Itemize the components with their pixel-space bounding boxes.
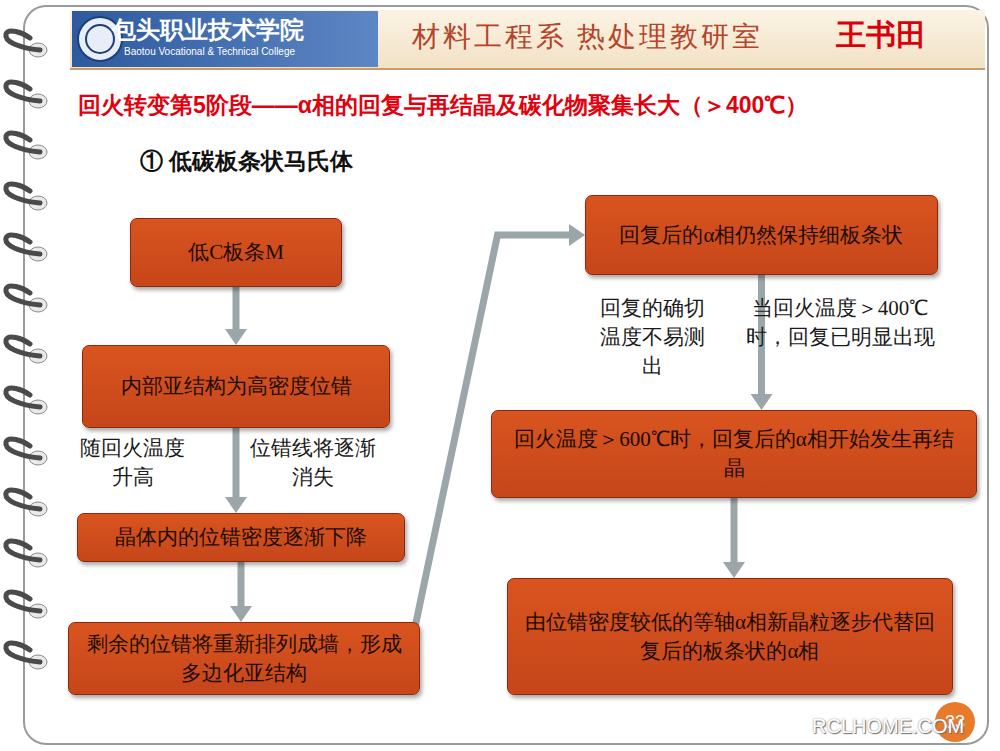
process-box: 内部亚结构为高密度位错	[82, 345, 390, 428]
box-text: 回火温度＞600℃时，回复后的α相开始发生再结晶	[504, 425, 964, 483]
binder-ring	[6, 82, 40, 101]
subtitle: ① 低碳板条状马氏体	[140, 146, 540, 176]
flow-arrow	[225, 428, 247, 513]
edge-note: 随回火温度升高	[80, 434, 185, 492]
process-box: 回火温度＞600℃时，回复后的α相开始发生再结晶	[491, 410, 977, 498]
binder-ring	[6, 337, 40, 356]
box-text: 低C板条M	[188, 238, 284, 267]
school-name-en: Baotou Vocational & Technical College	[124, 45, 374, 59]
binder-ring	[6, 439, 40, 458]
flow-arrow	[723, 498, 745, 578]
binder-ring	[6, 133, 40, 152]
flow-arrow	[230, 562, 252, 622]
box-text: 由位错密度较低的等轴α相新晶粒逐步代替回复后的板条状的α相	[520, 608, 940, 666]
binder-ring	[6, 643, 40, 662]
watermark: RCLHOME.COM	[812, 714, 992, 738]
binder-ring	[6, 235, 40, 254]
edge-note: 当回火温度＞400℃时，回复已明显出现	[742, 294, 938, 352]
slide-title: 回火转变第5阶段——α相的回复与再结晶及碳化物聚集长大（＞400℃）	[78, 90, 978, 120]
binder-ring	[6, 31, 40, 50]
process-box: 回复后的α相仍然保持细板条状	[585, 195, 938, 275]
author-name: 王书田	[836, 17, 956, 53]
binder-ring	[6, 490, 40, 509]
binder-ring	[6, 286, 40, 305]
edge-note: 位错线将逐渐消失	[248, 434, 378, 492]
department-name: 材料工程系 热处理教研室	[412, 20, 812, 54]
edge-note: 回复的确切温度不易测出	[598, 294, 706, 381]
box-text: 晶体内的位错密度逐渐下降	[115, 523, 367, 552]
school-name: 包头职业技术学院	[112, 16, 374, 44]
binder-ring	[6, 184, 40, 203]
binder-ring	[6, 592, 40, 611]
box-text: 回复后的α相仍然保持细板条状	[619, 221, 903, 250]
process-box: 低C板条M	[130, 218, 342, 287]
process-box: 剩余的位错将重新排列成墙，形成多边化亚结构	[68, 622, 420, 695]
process-box: 晶体内的位错密度逐渐下降	[77, 513, 405, 562]
binder-ring	[6, 388, 40, 407]
flow-arrow	[225, 287, 247, 345]
box-text: 内部亚结构为高密度位错	[121, 372, 352, 401]
box-text: 剩余的位错将重新排列成墙，形成多边化亚结构	[81, 630, 407, 688]
process-box: 由位错密度较低的等轴α相新晶粒逐步代替回复后的板条状的α相	[507, 578, 953, 695]
binder-ring	[6, 541, 40, 560]
